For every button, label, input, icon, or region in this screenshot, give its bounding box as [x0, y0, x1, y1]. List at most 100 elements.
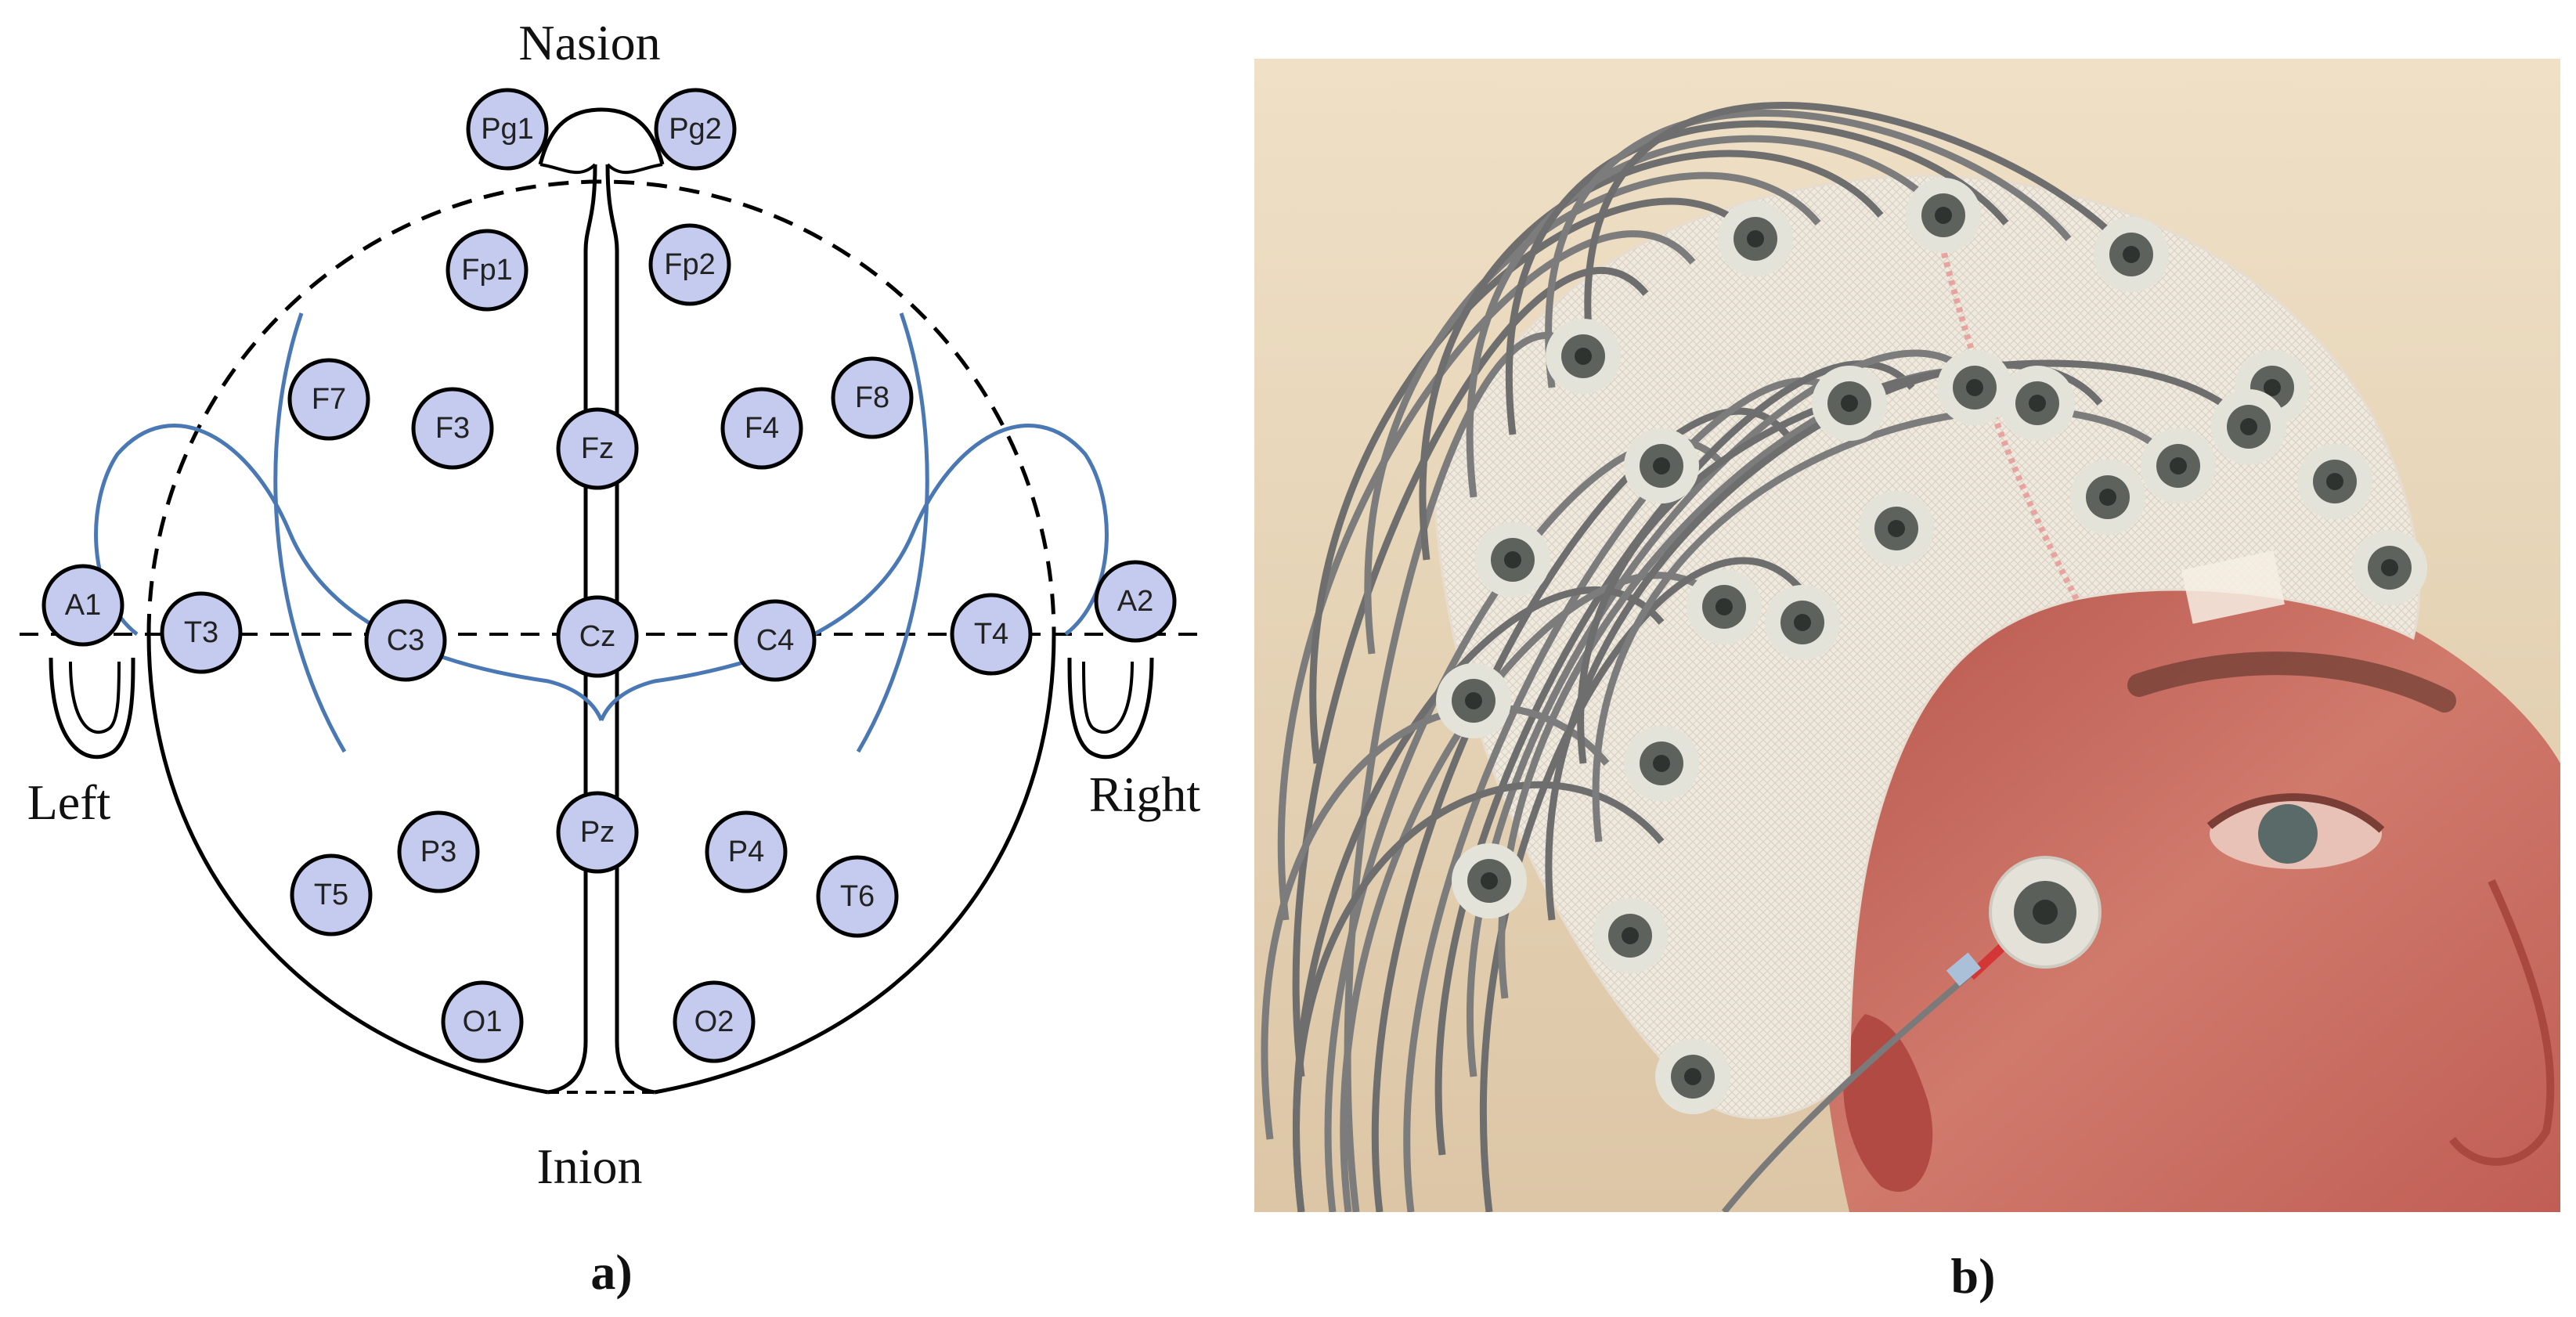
tape: [2181, 550, 2285, 624]
eyelid: [2206, 793, 2385, 833]
wire: [1505, 120, 2009, 435]
cap-electrode-center: [1465, 692, 1482, 709]
cap-electrode-center: [1716, 598, 1733, 615]
photo-illustration: [1254, 59, 2560, 1212]
wire: [1545, 110, 2072, 388]
right-lateral-sulcus: [856, 312, 929, 753]
cap-electrode-center: [2123, 246, 2140, 263]
wire: [1466, 135, 1946, 498]
electrode-label-fp1: Fp1: [461, 254, 513, 287]
electrode-a2: [1094, 560, 1177, 643]
cap-electrode-center: [1747, 230, 1764, 247]
electrode-o1: [441, 980, 524, 1063]
electrode-t3: [160, 591, 243, 674]
electrode-cz: [556, 595, 639, 678]
wire: [1592, 406, 2181, 843]
left-ear-inner: [69, 661, 121, 734]
electrode-label-p4: P4: [727, 835, 765, 868]
left-central-sulcus: [94, 424, 604, 721]
eeg-cap-photo: [1254, 59, 2560, 1212]
electrode-label-fz: Fz: [580, 432, 615, 465]
electrode-t6: [816, 855, 899, 938]
face: [1820, 573, 2560, 1212]
electrode-c4: [734, 599, 817, 682]
right-ear-inner: [1082, 661, 1134, 734]
electrode-t5: [290, 853, 373, 936]
head-schematic: [20, 88, 1210, 1095]
electrode-label-pz: Pz: [579, 816, 615, 849]
electrode-f7: [287, 358, 370, 441]
cap-electrode-center: [2264, 379, 2281, 396]
electrode-label-o1: O1: [462, 1005, 503, 1038]
electrode-f4: [720, 387, 803, 470]
right-label: Right: [1088, 767, 1201, 822]
cap-electrode-center: [2326, 473, 2343, 490]
cap-electrode-center: [1653, 755, 1670, 772]
electrode-label-a1: A1: [64, 589, 102, 622]
iris: [2258, 804, 2318, 864]
wire: [1584, 102, 2134, 357]
electrode-label-t5: T5: [313, 879, 349, 911]
electrode-pg1: [466, 88, 549, 171]
cap-electrodes: [1436, 178, 2427, 1114]
cap-electrode-center: [1888, 520, 1905, 537]
left-ear-outer: [49, 657, 135, 760]
electrode-label-f3: F3: [435, 412, 471, 445]
cap-electrode-center: [2099, 489, 2116, 506]
cap-electrode-center: [1575, 348, 1592, 365]
cap-electrode-center: [2029, 395, 2046, 412]
cap-electrode-center: [1794, 614, 1811, 631]
electrode-label-c3: C3: [386, 624, 425, 657]
electrode-label-p3: P3: [420, 835, 457, 868]
panel-a-caption: a): [590, 1244, 633, 1300]
cap-electrode-center: [1653, 457, 1670, 474]
wire-label: [1946, 952, 1982, 987]
electrode-fp2: [648, 223, 731, 306]
cap-electrode-center: [1622, 927, 1639, 944]
wire: [1277, 230, 1696, 921]
cap-electrode-center: [1684, 1068, 1701, 1085]
cap-electrode-center: [1504, 551, 1521, 568]
panel-b-caption: b): [1950, 1248, 1996, 1304]
electrode-f8: [831, 356, 914, 439]
electrode-label-f4: F4: [744, 412, 780, 445]
electrode-fz: [556, 407, 639, 490]
electrode-label-o2: O2: [694, 1005, 734, 1038]
right-ear-outer: [1067, 657, 1154, 760]
cap-electrode-center: [2170, 457, 2187, 474]
electrode-label-a2: A2: [1117, 585, 1154, 618]
left-label: Left: [27, 774, 111, 830]
wire: [1292, 267, 1649, 1077]
midline-left: [547, 164, 597, 1095]
electrode-fp1: [446, 229, 529, 312]
inion-label: Inion: [536, 1138, 643, 1194]
electrode-f3: [411, 387, 494, 470]
electrode-label-pg2: Pg2: [669, 113, 722, 146]
cap-electrode-center: [1841, 395, 1858, 412]
electrode-pg2: [654, 88, 737, 171]
cap-electrode-center: [1935, 207, 1952, 224]
electrode-label-f8: F8: [854, 381, 890, 414]
electrode-c3: [364, 599, 447, 682]
electrode-pz: [556, 791, 639, 874]
electrode-label-t4: T4: [973, 618, 1009, 651]
electrode-label-c4: C4: [756, 624, 795, 657]
eyebrow: [2127, 651, 2456, 713]
nose-outline: [538, 107, 665, 165]
frontal-notch: [539, 163, 663, 175]
nose: [2449, 879, 2555, 1166]
nasion-label: Nasion: [518, 15, 661, 70]
head-upper-outline: [146, 179, 1056, 635]
electrode-label-pg1: Pg1: [481, 113, 534, 146]
cap-electrode-center: [2240, 418, 2257, 435]
left-lateral-sulcus: [273, 312, 347, 753]
electrode-label-t6: T6: [839, 880, 875, 913]
right-central-sulcus: [599, 424, 1109, 721]
wire: [1261, 704, 1610, 1140]
electrode-label-f7: F7: [311, 383, 347, 416]
cap-electrode-center: [2381, 559, 2398, 576]
electrode-label-cz: Cz: [579, 620, 616, 653]
electrode-label-fp2: Fp2: [664, 248, 716, 281]
electrode-markers: [41, 88, 1177, 1063]
